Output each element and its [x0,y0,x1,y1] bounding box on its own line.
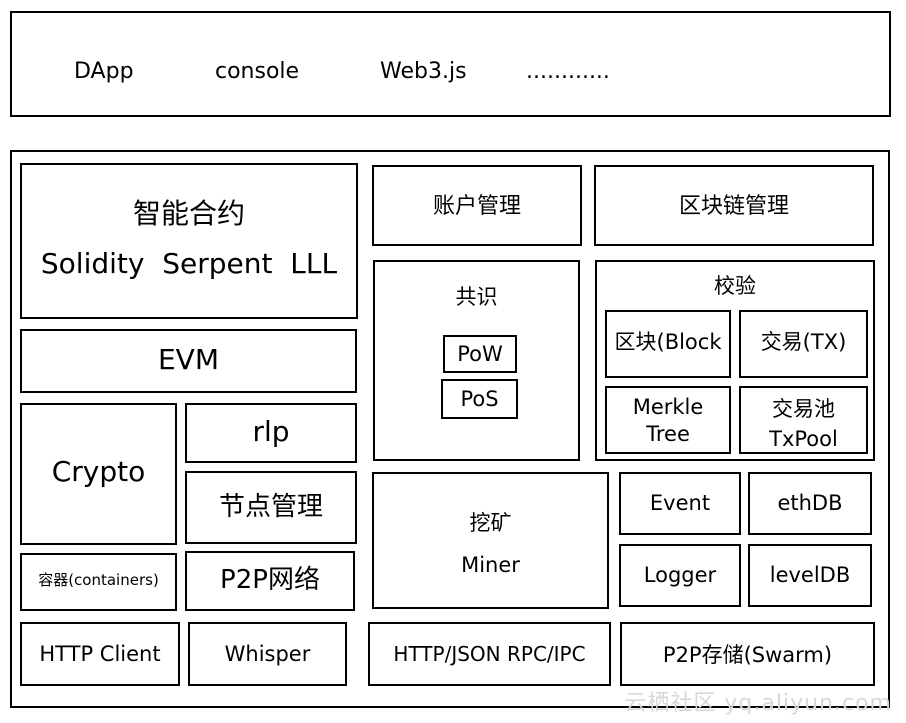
web3js-label: Web3.js [380,59,467,84]
node-management-box: 节点管理 [185,471,357,544]
merkle-tree-box: Merkle Tree [605,386,731,454]
console-label: console [215,59,300,84]
tx-label: 交易(TX) [760,330,847,354]
dapp-label: DApp [74,59,134,84]
rpc-box: HTTP/JSON RPC/IPC [368,622,611,686]
leveldb-box: levelDB [748,544,872,607]
ethdb-label: ethDB [777,491,843,515]
http-client-label: HTTP Client [39,642,161,666]
consensus-box: 共识 PoW PoS [373,260,580,461]
evm-label: EVM [157,343,219,376]
block-box: 区块(Block [605,310,731,378]
block-label: 区块(Block [614,330,722,354]
miner-title: 挖矿 [469,511,512,535]
consensus-title: 共识 [455,285,498,309]
txpool-en-label: TxPool [769,427,838,451]
miner-box: 挖矿 Miner [372,472,609,609]
pow-box: PoW [443,335,517,373]
rlp-box: rlp [185,403,357,463]
smart-contract-languages: Solidity Serpent LLL [40,247,338,280]
p2p-storage-box: P2P存储(Swarm) [620,622,875,686]
node-management-label: 节点管理 [218,492,323,522]
validation-title: 校验 [714,274,756,298]
rpc-label: HTTP/JSON RPC/IPC [393,642,586,666]
p2p-storage-label: P2P存储(Swarm) [662,643,833,667]
crypto-box: Crypto [20,403,177,545]
smart-contract-title: 智能合约 [132,197,245,230]
pos-box: PoS [441,379,518,419]
whisper-label: Whisper [224,642,311,666]
whisper-box: Whisper [188,622,347,686]
ellipsis-label: ............ [526,59,610,84]
logger-label: Logger [643,563,717,587]
pow-label: PoW [457,342,503,366]
rlp-label: rlp [252,415,290,448]
validation-box: 校验 区块(Block 交易(TX) Merkle Tree 交易池 TxPoo… [595,260,875,461]
event-box: Event [619,472,741,535]
pos-label: PoS [460,387,499,411]
tree-label: Tree [646,422,690,446]
containers-label: 容器(containers) [38,571,159,589]
crypto-label: Crypto [51,455,146,488]
p2p-network-box: P2P网络 [185,551,355,611]
smart-contract-box: 智能合约 Solidity Serpent LLL [20,163,358,319]
merkle-label: Merkle [632,395,704,419]
tx-box: 交易(TX) [739,310,868,378]
miner-subtitle: Miner [461,553,520,577]
event-label: Event [649,491,711,515]
http-client-box: HTTP Client [20,622,180,686]
logger-box: Logger [619,544,741,607]
evm-box: EVM [20,329,357,393]
txpool-box: 交易池 TxPool [739,386,868,454]
leveldb-label: levelDB [769,563,851,587]
account-management-label: 账户管理 [432,194,521,219]
blockchain-management-box: 区块链管理 [594,165,874,246]
ethdb-box: ethDB [748,472,872,535]
txpool-cn-label: 交易池 [772,397,835,421]
application-layer-box: DApp console Web3.js ............ [10,11,891,117]
account-management-box: 账户管理 [372,165,582,246]
containers-box: 容器(containers) [20,553,177,611]
blockchain-management-label: 区块链管理 [678,194,789,219]
watermark-text: 云栖社区 yq.aliyun.com [624,691,892,716]
p2p-network-label: P2P网络 [220,565,320,595]
